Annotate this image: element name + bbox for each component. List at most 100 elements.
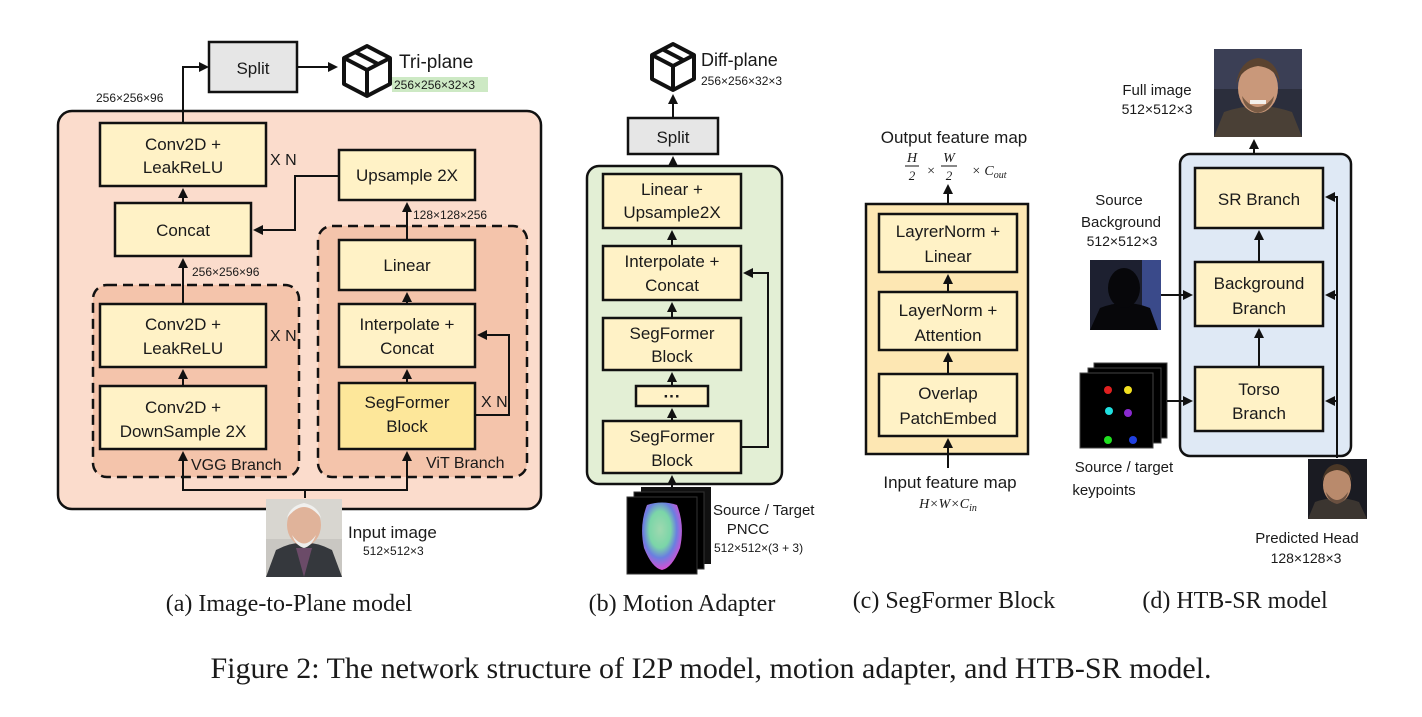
overlap-patchembed-block (877, 372, 1019, 438)
conv-downsample-line1: Conv2D + (145, 398, 221, 417)
caption-c: (c) SegFormer Block (853, 588, 1056, 614)
caption-b: (b) Motion Adapter (589, 591, 776, 617)
segformer-bot-b-line2: Block (651, 451, 693, 470)
linear-upsample-block (601, 172, 743, 230)
repeat-dots-label: ··· (664, 387, 681, 406)
linear-block (337, 238, 477, 292)
torso-branch-line2: Branch (1232, 404, 1286, 423)
interp-concat-line1: Interpolate + (360, 315, 455, 334)
split-label-b: Split (656, 128, 689, 147)
keypoints-image-stack (1079, 362, 1168, 449)
pncc-dims: 512×512×(3 + 3) (714, 541, 803, 555)
dims-256-label: 256×256×96 (192, 265, 260, 279)
layernorm-linear-block (877, 212, 1019, 274)
input-to-vit-arrow (305, 451, 412, 491)
layernorm-linear-line2: Linear (924, 247, 972, 266)
torso-branch-line1: Torso (1238, 380, 1280, 399)
torso-branch-block (1193, 365, 1325, 433)
layernorm-attention-line2: Attention (914, 326, 981, 345)
pncc-image-stack (626, 487, 711, 575)
svg-text:2: 2 (909, 168, 916, 183)
repeat-dots-block (634, 384, 710, 408)
interp-concat-block-b (601, 244, 743, 302)
svg-text:× Cout: × Cout (971, 164, 1006, 181)
source-background-photo (1090, 260, 1161, 330)
panel-htb-sr: Full image 512×512×3 SR Branch Backgroun… (1072, 49, 1367, 614)
conv-downsample-block (98, 384, 268, 451)
xn-vit-label: X N (481, 394, 508, 411)
source-bg-dims: 512×512×3 (1087, 233, 1158, 249)
upsample-label: Upsample 2X (356, 166, 458, 185)
diffplane-dims: 256×256×32×3 (701, 74, 782, 88)
full-image-label: Full image (1122, 82, 1191, 99)
background-branch-block (1193, 260, 1325, 328)
svg-text:×: × (926, 164, 935, 179)
segformer-bot-block-b (601, 419, 743, 475)
diffplane-cube-icon (650, 42, 696, 92)
background-branch-line1: Background (1214, 274, 1305, 293)
segformer-line1: SegFormer (364, 393, 449, 412)
keypoints-line2: keypoints (1072, 482, 1135, 499)
skip-to-interp-arrow-b (741, 268, 769, 448)
conv-leakrelu-top-line2: LeakReLU (143, 158, 223, 177)
xn-top-label: X N (270, 152, 297, 169)
head-to-sr-arrow (1325, 192, 1338, 458)
vit-branch-label: ViT Branch (426, 455, 505, 472)
sr-branch-label: SR Branch (1218, 190, 1300, 209)
layernorm-attention-line1: LayerNorm + (899, 301, 998, 320)
triplane-dims-highlight (392, 77, 488, 92)
segformer-bot-b-line1: SegFormer (629, 427, 714, 446)
xn-mid-label: X N (270, 328, 297, 345)
caption-a: (a) Image-to-Plane model (166, 591, 413, 617)
segformer-top-b-line2: Block (651, 347, 693, 366)
input-feature-title: Input feature map (883, 473, 1016, 492)
layernorm-attention-block (877, 290, 1019, 352)
dims-128-label: 128×128×256 (413, 208, 487, 222)
predicted-head-label: Predicted Head (1255, 530, 1358, 547)
full-image-photo (1214, 49, 1302, 137)
input-feature-dims: H×W×Cin (918, 497, 977, 514)
conv-to-split-arrow (182, 62, 209, 123)
upsample-to-concat-arrow (253, 175, 339, 235)
full-image-dims: 512×512×3 (1122, 101, 1193, 117)
overlap-line2: PatchEmbed (899, 409, 996, 428)
linear-label: Linear (383, 256, 431, 275)
layernorm-linear-line1: LayrerNorm + (896, 222, 1000, 241)
conv-downsample-line2: DownSample 2X (120, 422, 247, 441)
source-bg-line1: Source (1095, 192, 1143, 209)
conv-leakrelu-mid-block (98, 302, 268, 369)
segformer-top-b-line1: SegFormer (629, 324, 714, 343)
linear-upsample-line1: Linear + (641, 180, 703, 199)
conv-leakrelu-mid-line2: LeakReLU (143, 339, 223, 358)
segformer-top-block-b (601, 316, 743, 372)
interp-concat-line2: Concat (380, 339, 434, 358)
split-block (207, 40, 299, 94)
keypoints-line1: Source / target (1075, 459, 1174, 476)
panel-image-to-plane: Split Tri-plane 256×256×32×3 256×256×96 … (56, 40, 543, 617)
segformer-skip-arrow (475, 330, 510, 416)
input-to-vgg-arrow (178, 451, 306, 498)
interp-concat-b-line2: Concat (645, 276, 699, 295)
split-block-b (626, 116, 720, 156)
svg-text:H: H (906, 151, 918, 166)
split-label: Split (236, 59, 269, 78)
sr-branch-block (1193, 166, 1325, 230)
input-image-photo (266, 499, 342, 577)
segformer-block (337, 381, 477, 451)
input-image-dims: 512×512×3 (363, 544, 424, 558)
source-bg-line2: Background (1081, 214, 1161, 231)
panel-motion-adapter: Diff-plane 256×256×32×3 Split Linear + U… (585, 42, 815, 617)
svg-text:2: 2 (946, 168, 953, 183)
interp-concat-b-line1: Interpolate + (625, 252, 720, 271)
upsample-block (337, 148, 477, 202)
output-feature-dims: H 2 × W 2 × Cout (905, 151, 1007, 183)
triplane-dims: 256×256×32×3 (394, 78, 475, 92)
concat-block (113, 201, 253, 258)
panel-segformer-block: Output feature map H 2 × W 2 × Cout Layr… (853, 128, 1056, 614)
interp-concat-block (337, 302, 477, 369)
caption-d: (d) HTB-SR model (1142, 588, 1328, 614)
figure-caption: Figure 2: The network structure of I2P m… (210, 652, 1211, 685)
triplane-label: Tri-plane (399, 52, 473, 73)
concat-label: Concat (156, 221, 210, 240)
